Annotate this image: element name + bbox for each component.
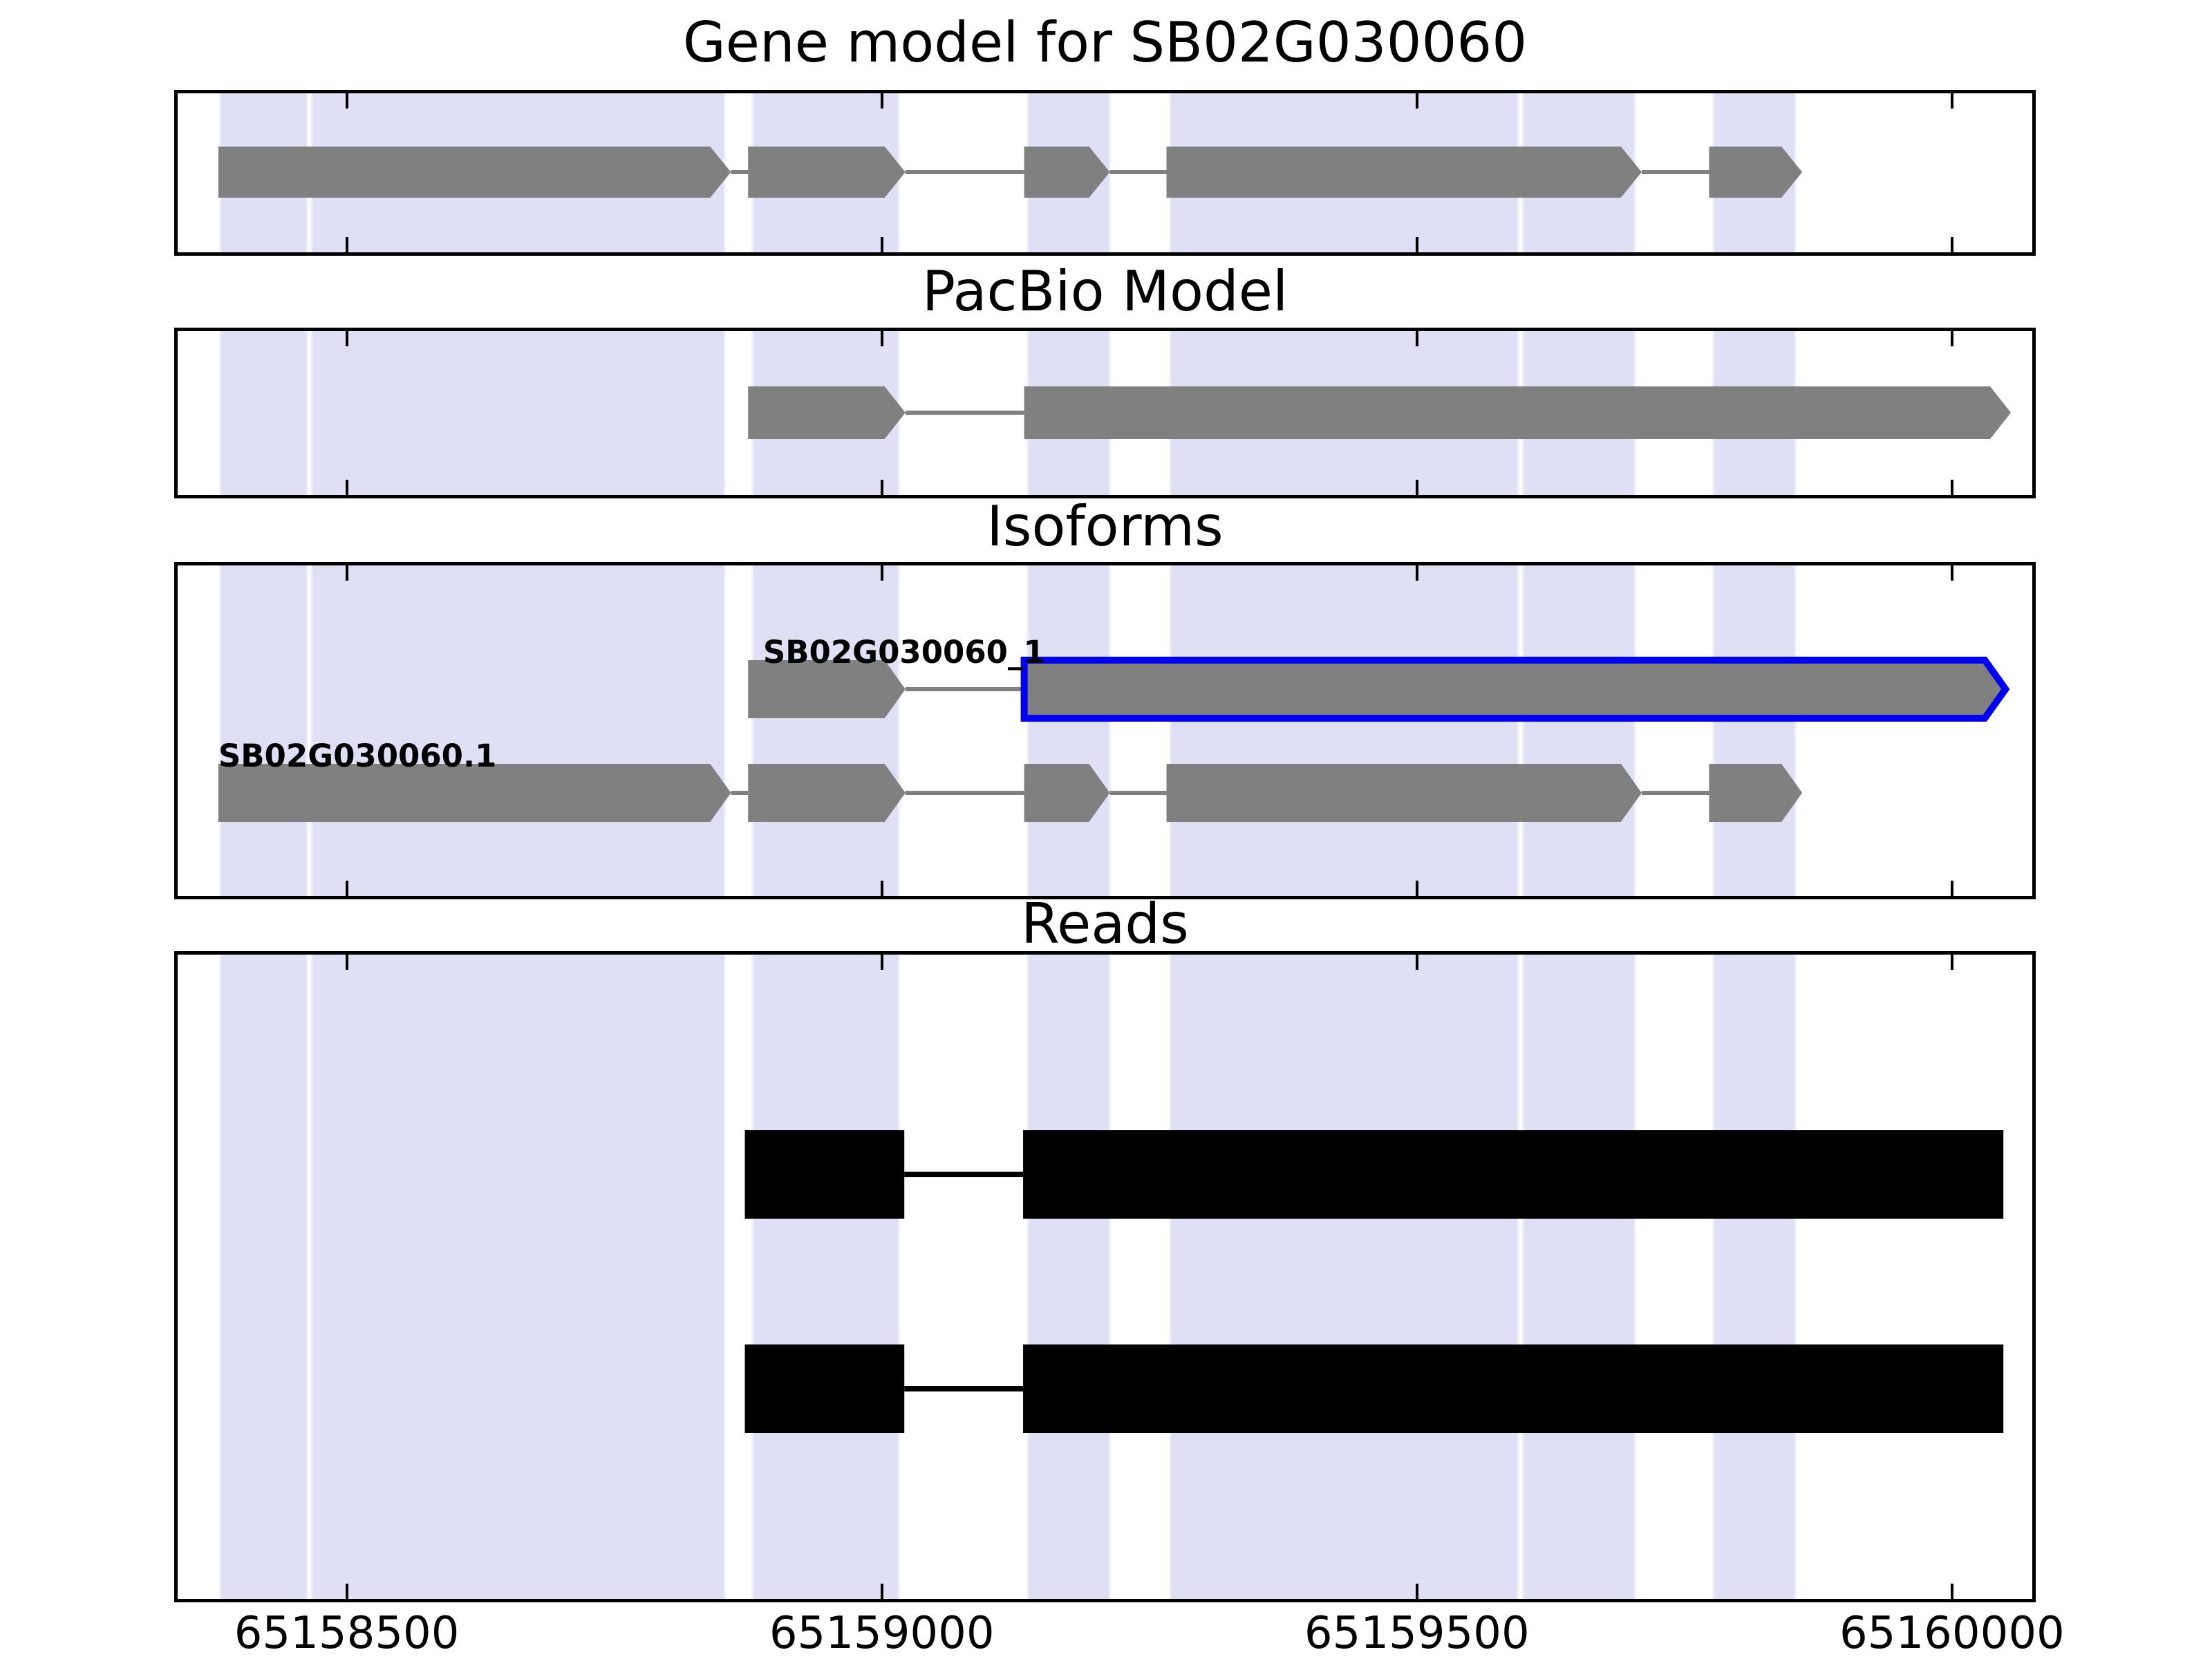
axis-tick-mark <box>1415 237 1418 252</box>
exon-highlight-band <box>310 331 726 495</box>
exon-arrow <box>1024 386 2012 439</box>
isoform-label: SB02G030060.1 <box>218 738 497 774</box>
exon-arrow <box>1024 147 1110 198</box>
exon-arrow <box>748 660 906 718</box>
axis-tick-mark <box>1415 93 1418 109</box>
axis-tick-mark <box>345 955 348 970</box>
exon-highlight-band <box>310 565 726 896</box>
exon-highlight-band <box>1712 565 1797 896</box>
axis-tick-mark <box>880 955 883 970</box>
panel-reads <box>174 951 2036 1602</box>
axis-tick-mark <box>1415 881 1418 896</box>
exon-highlight-band <box>219 565 308 896</box>
read-block <box>1023 1130 2004 1219</box>
panel-title-pacbio-model: PacBio Model <box>921 259 1288 324</box>
axis-tick-mark <box>1950 955 1953 970</box>
axis-tick-mark <box>345 881 348 896</box>
axis-tick-mark <box>1415 565 1418 581</box>
panel-gene-model <box>174 90 2036 256</box>
axis-tick-mark <box>1950 93 1953 109</box>
axis-tick-mark <box>345 93 348 109</box>
exon-arrow <box>1166 764 1642 822</box>
x-axis-tick-label: 65159000 <box>769 1608 995 1659</box>
exon-arrow <box>1024 764 1110 822</box>
x-axis-tick-label: 65159500 <box>1304 1608 1530 1659</box>
exon-highlight-band <box>310 955 726 1599</box>
exon-arrow <box>218 764 731 822</box>
exon-arrow <box>748 764 906 822</box>
feature-layer-isoforms <box>218 657 2010 822</box>
axis-tick-mark <box>1950 565 1953 581</box>
axis-tick-mark <box>880 1584 883 1599</box>
exon-highlight-band <box>1168 955 1520 1599</box>
exon-highlight-band <box>1026 955 1111 1599</box>
axis-tick-mark <box>880 237 883 252</box>
feature-layer-gene-model <box>218 147 1803 198</box>
exon-highlight-band <box>1712 955 1797 1599</box>
axis-tick-mark <box>345 237 348 252</box>
panel-pacbio-model <box>174 328 2036 498</box>
axis-tick-mark <box>1950 881 1953 896</box>
axis-tick-mark <box>1415 331 1418 346</box>
axis-tick-mark <box>880 881 883 896</box>
exon-arrow <box>1709 764 1803 822</box>
exon-highlight-band <box>751 955 900 1599</box>
exon-arrow-highlighted <box>1020 657 2010 722</box>
axis-tick-mark <box>880 93 883 109</box>
exon-arrow <box>1166 147 1642 198</box>
axis-tick-mark <box>1950 331 1953 346</box>
panel-title-gene-model: Gene model for SB02G030060 <box>682 10 1528 75</box>
axis-tick-mark <box>345 331 348 346</box>
x-axis-tick-label: 65160000 <box>1839 1608 2065 1659</box>
axis-tick-mark <box>880 565 883 581</box>
exon-arrow <box>748 147 906 198</box>
exon-arrow <box>1709 147 1803 198</box>
exon-highlight-band <box>1168 565 1520 896</box>
exon-highlight-band <box>1521 565 1637 896</box>
axis-tick-mark <box>1950 237 1953 252</box>
exon-highlight-band <box>219 955 308 1599</box>
isoform-label: SB02G030060_1 <box>762 634 1045 671</box>
axis-tick-mark <box>880 331 883 346</box>
read-block <box>1023 1344 2004 1433</box>
exon-highlight-band <box>751 565 900 896</box>
exon-highlight-band <box>219 331 308 495</box>
feature-layer-reads <box>744 1130 2004 1433</box>
feature-layer-pacbio-model <box>748 386 2012 439</box>
read-block <box>744 1130 905 1219</box>
read-block <box>744 1344 905 1433</box>
axis-tick-mark <box>1950 480 1953 495</box>
axis-tick-mark <box>1950 1584 1953 1599</box>
panel-title-isoforms: Isoforms <box>986 494 1224 559</box>
axis-tick-mark <box>880 480 883 495</box>
axis-tick-mark <box>345 480 348 495</box>
axis-tick-mark <box>1415 1584 1418 1599</box>
axis-tick-mark <box>1415 955 1418 970</box>
exon-arrow <box>748 386 906 439</box>
axis-tick-mark <box>345 565 348 581</box>
x-axis-tick-label: 65158500 <box>234 1608 460 1659</box>
axis-tick-mark <box>345 1584 348 1599</box>
exon-highlight-band <box>1026 565 1111 896</box>
axis-tick-mark <box>1415 480 1418 495</box>
exon-arrow <box>218 147 731 198</box>
exon-highlight-band <box>1521 955 1637 1599</box>
panel-title-reads: Reads <box>1021 892 1189 956</box>
